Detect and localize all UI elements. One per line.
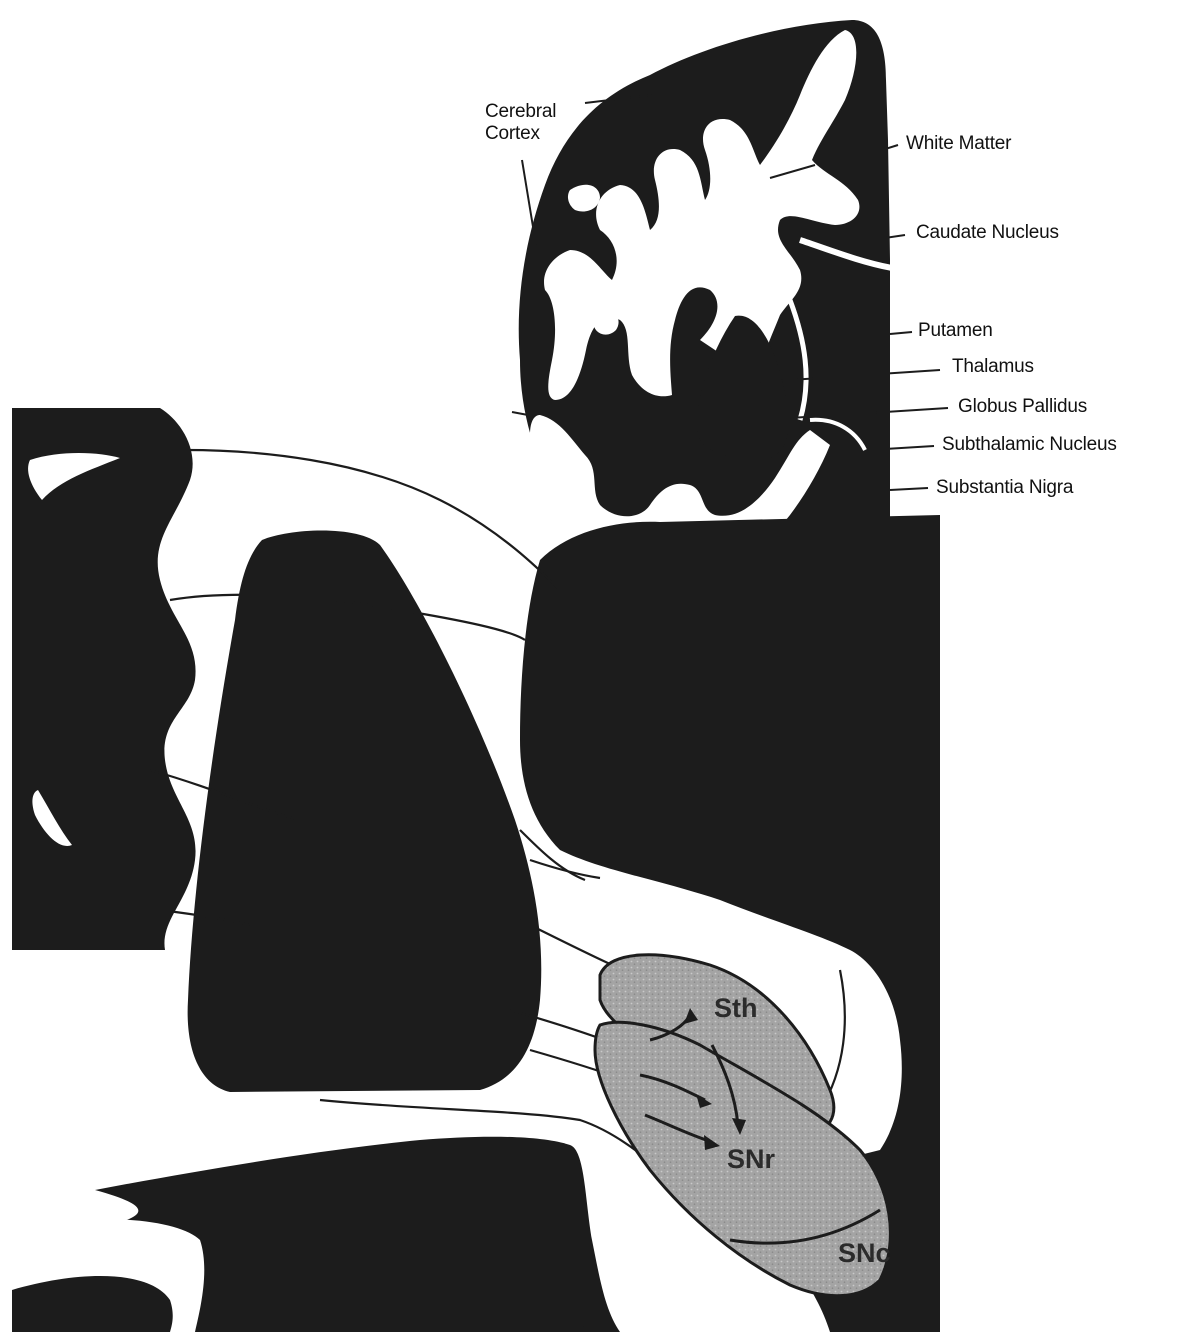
label-thalamus: Thalamus [952,356,1034,378]
label-substantia-nigra: Substantia Nigra [936,477,1073,499]
lower-tissue-fill [12,1276,173,1332]
label-globus-pallidus: Globus Pallidus [958,396,1087,418]
white-matter-detail [594,310,619,334]
label-snr: SNr [727,1144,775,1175]
label-subthalamic-nucleus: Subthalamic Nucleus [942,434,1117,456]
globus-pallidus-wedge [188,530,542,1092]
label-snc: SNc [838,1238,891,1269]
label-cerebral-cortex: Cerebral Cortex [485,101,595,145]
label-caudate-nucleus: Caudate Nucleus [916,222,1059,244]
label-sth: Sth [714,993,758,1024]
label-white-matter: White Matter [906,133,1011,155]
label-putamen: Putamen [918,320,993,342]
